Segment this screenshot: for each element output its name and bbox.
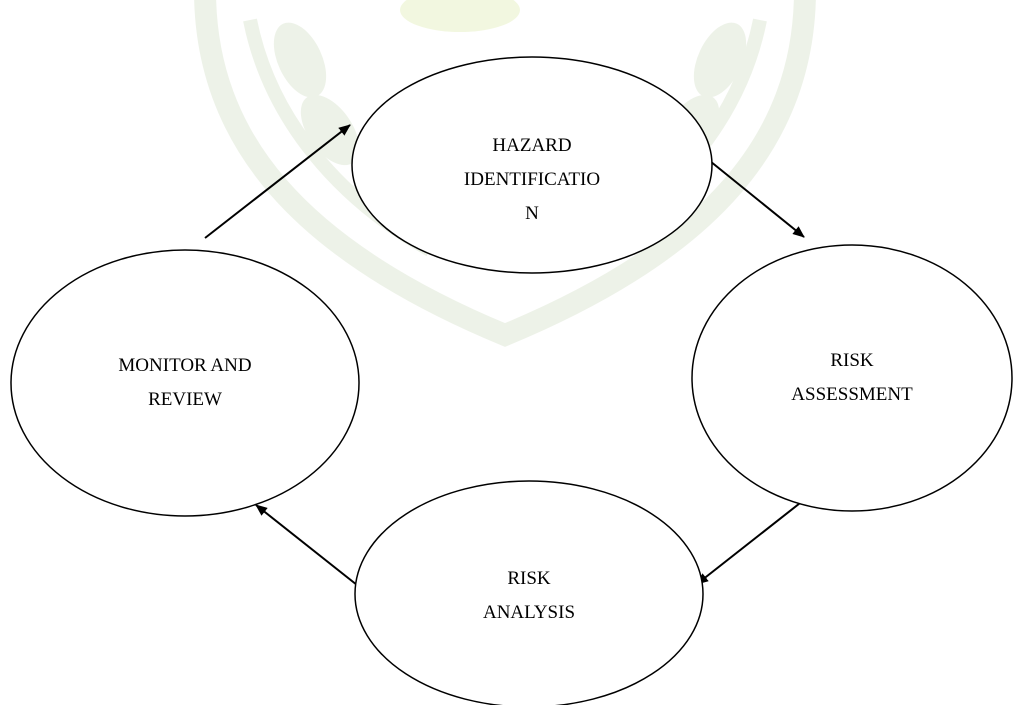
- label-line: RISK: [830, 350, 874, 371]
- label-line: IDENTIFICATIO: [463, 169, 601, 190]
- label-line: REVIEW: [148, 389, 222, 410]
- label-line: ASSESSMENT: [791, 384, 913, 405]
- arrow-hazard-to-assessment: [704, 156, 805, 238]
- node-risk-analysis: [354, 480, 704, 705]
- risk-assessment-label: RISK ASSESSMENT: [791, 344, 912, 412]
- label-line: ANALYSIS: [482, 602, 576, 623]
- label-line: HAZARD: [492, 135, 572, 156]
- hazard-identification-label: HAZARD IDENTIFICATIO N: [464, 129, 600, 231]
- risk-analysis-label: RISK ANALYSIS: [483, 562, 575, 630]
- arrow-monitor-to-hazard: [204, 124, 351, 239]
- node-hazard-identification: [351, 56, 713, 274]
- arrow-analysis-to-monitor: [255, 504, 358, 586]
- label-line: RISK: [507, 568, 551, 589]
- label-line: MONITOR AND: [118, 355, 252, 376]
- monitor-and-review-label: MONITOR AND REVIEW: [118, 349, 251, 417]
- label-line: N: [525, 203, 539, 224]
- node-monitor-and-review: [10, 249, 360, 517]
- node-risk-assessment: [691, 244, 1013, 512]
